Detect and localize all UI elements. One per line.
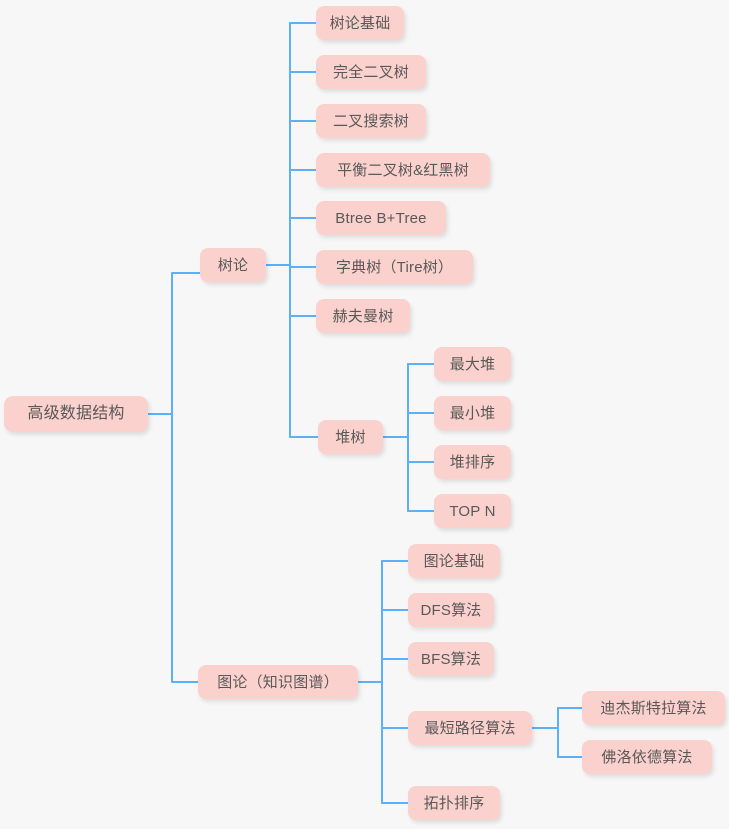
edge-root-to-graph	[147, 413, 199, 683]
edge-root-to-tree	[147, 272, 201, 415]
node-graph-child[interactable]: 拓扑排序	[408, 786, 500, 820]
node-graph-child[interactable]: DFS算法	[408, 593, 494, 627]
node-graph-branch[interactable]: 图论（知识图谱）	[198, 665, 358, 699]
node-graph-child[interactable]: 图论基础	[408, 544, 500, 578]
node-tree-child[interactable]: Btree B+Tree	[316, 201, 446, 235]
node-shortest-path-child[interactable]: 迪杰斯特拉算法	[582, 691, 725, 725]
node-heap-child[interactable]: 最大堆	[434, 347, 511, 381]
node-tree-child[interactable]: 平衡二叉树&红黑树	[316, 153, 490, 187]
node-heap-child[interactable]: 堆排序	[434, 445, 511, 479]
node-shortest-path-child[interactable]: 佛洛依德算法	[582, 740, 712, 774]
node-tree-child[interactable]: 树论基础	[316, 6, 404, 40]
node-heap-child[interactable]: 最小堆	[434, 396, 511, 430]
node-graph-child[interactable]: BFS算法	[408, 642, 494, 676]
node-graph-child[interactable]: 最短路径算法	[408, 711, 532, 745]
node-root[interactable]: 高级数据结构	[4, 396, 148, 432]
node-tree-child[interactable]: 赫夫曼树	[316, 299, 410, 333]
node-heap-child[interactable]: TOP N	[434, 494, 511, 528]
node-heap-branch[interactable]: 堆树	[318, 420, 383, 454]
node-tree-child[interactable]: 字典树（Tire树）	[316, 250, 473, 284]
node-tree-branch[interactable]: 树论	[200, 248, 266, 282]
node-tree-child[interactable]: 完全二叉树	[316, 55, 426, 89]
node-tree-child[interactable]: 二叉搜索树	[316, 104, 426, 138]
